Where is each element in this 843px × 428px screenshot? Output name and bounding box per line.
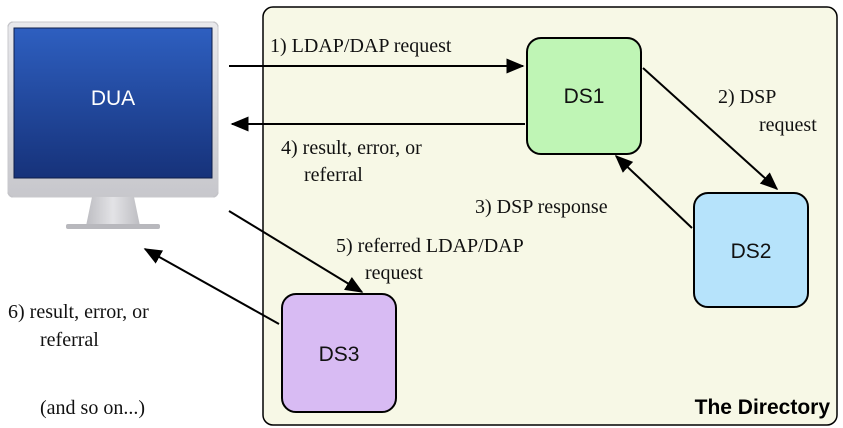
step-6-label-line2: referral bbox=[40, 329, 99, 351]
ds2-node: DS2 bbox=[693, 192, 809, 308]
ds3-node: DS3 bbox=[281, 293, 397, 413]
arrow-2-dsp-request bbox=[642, 67, 779, 191]
ds1-label: DS1 bbox=[564, 85, 605, 108]
arrow-3-dsp-response bbox=[614, 154, 693, 229]
arrow-6-result bbox=[143, 248, 280, 325]
dua-monitor-icon bbox=[7, 21, 219, 229]
dua-screen bbox=[13, 27, 213, 179]
arrow-5-referred-request bbox=[228, 210, 364, 293]
step-6-label-line1: 6) result, error, or bbox=[8, 301, 149, 323]
directory-label: The Directory bbox=[695, 396, 831, 419]
step-5-label-line1: 5) referred LDAP/DAP bbox=[336, 235, 524, 257]
step-2-label-line2: request bbox=[759, 114, 817, 136]
step-1-label: 1) LDAP/DAP request bbox=[270, 35, 452, 57]
directory-region bbox=[262, 6, 838, 426]
step-4-label-line2: referral bbox=[304, 164, 363, 186]
step-4-label-line1: 4) result, error, or bbox=[281, 137, 422, 159]
step-3-label: 3) DSP response bbox=[475, 196, 608, 218]
step-2-label-line1: 2) DSP bbox=[718, 86, 776, 108]
ds3-label: DS3 bbox=[319, 343, 360, 366]
ds2-label: DS2 bbox=[731, 240, 772, 263]
ds1-node: DS1 bbox=[526, 37, 642, 155]
step-5-label-line2: request bbox=[365, 262, 423, 284]
footnote: (and so on...) bbox=[40, 397, 145, 419]
dua-label: DUA bbox=[91, 87, 135, 110]
